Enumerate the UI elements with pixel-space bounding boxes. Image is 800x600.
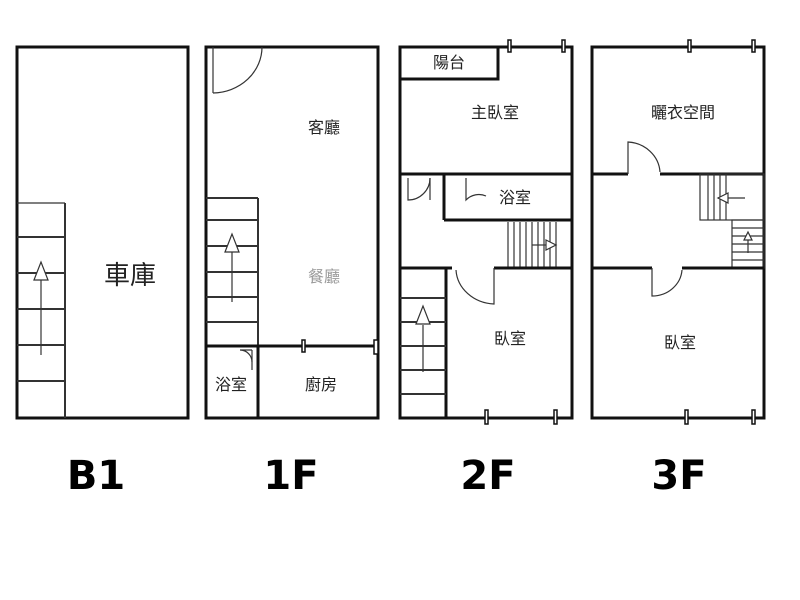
door-swing-icon	[455, 268, 495, 305]
door-swing-icon	[407, 177, 431, 201]
window-marker	[373, 339, 379, 355]
floor-2f-staircase-lower	[400, 297, 446, 395]
floor-b1-outline	[15, 45, 190, 420]
floor-2f-staircase-upper	[507, 222, 558, 268]
room-living: 客廳	[308, 118, 340, 137]
floor-1f-plan: 客廳 餐廳 浴室 廚房	[204, 45, 380, 420]
room-kitchen: 廚房	[305, 375, 337, 394]
room-dining: 餐廳	[308, 267, 340, 286]
window-marker	[687, 39, 692, 53]
room-garage: 車庫	[104, 261, 156, 291]
up-arrow-icon	[224, 232, 240, 253]
floor-1f-staircase	[206, 197, 259, 346]
left-arrow-icon	[716, 192, 729, 204]
right-arrow-icon	[545, 239, 558, 251]
floor-1f-outline	[204, 45, 380, 420]
balcony-outline	[398, 45, 500, 81]
floor-label-1f: 1F	[263, 453, 318, 499]
room-bedroom: 臥室	[664, 333, 696, 352]
room-bath: 浴室	[215, 375, 247, 394]
room-drying-space: 曬衣空間	[651, 103, 715, 122]
window-marker	[751, 409, 756, 425]
window-marker	[561, 39, 566, 53]
door-swing-icon	[212, 46, 263, 94]
window-marker	[684, 409, 689, 425]
window-marker	[301, 339, 306, 353]
room-bedroom: 臥室	[494, 329, 526, 348]
floor-b1-staircase	[17, 202, 66, 418]
door-swing-icon	[627, 141, 661, 174]
floor-3f-staircase	[699, 173, 765, 269]
up-arrow-icon	[415, 304, 431, 325]
window-marker	[553, 409, 558, 425]
up-arrow-icon	[33, 260, 49, 281]
window-marker	[751, 39, 756, 53]
floor-label-2f: 2F	[460, 453, 515, 499]
window-marker	[484, 409, 489, 425]
floor-2f-plan: 陽台 主臥室 浴室 臥室	[398, 39, 574, 425]
door-swing-icon	[651, 268, 683, 297]
door-swing-icon	[239, 349, 253, 363]
room-master-bedroom: 主臥室	[471, 103, 519, 122]
floor-label-b1: B1	[67, 453, 125, 499]
up-arrow-icon	[743, 230, 753, 241]
floor-b1-plan: 車庫	[15, 45, 190, 420]
window-marker	[507, 39, 512, 53]
room-balcony: 陽台	[433, 53, 465, 72]
room-bath: 浴室	[499, 188, 531, 207]
floor-3f-plan: 曬衣空間 臥室	[590, 39, 766, 425]
floor-label-3f: 3F	[651, 453, 706, 499]
door-swing-icon	[465, 178, 487, 202]
